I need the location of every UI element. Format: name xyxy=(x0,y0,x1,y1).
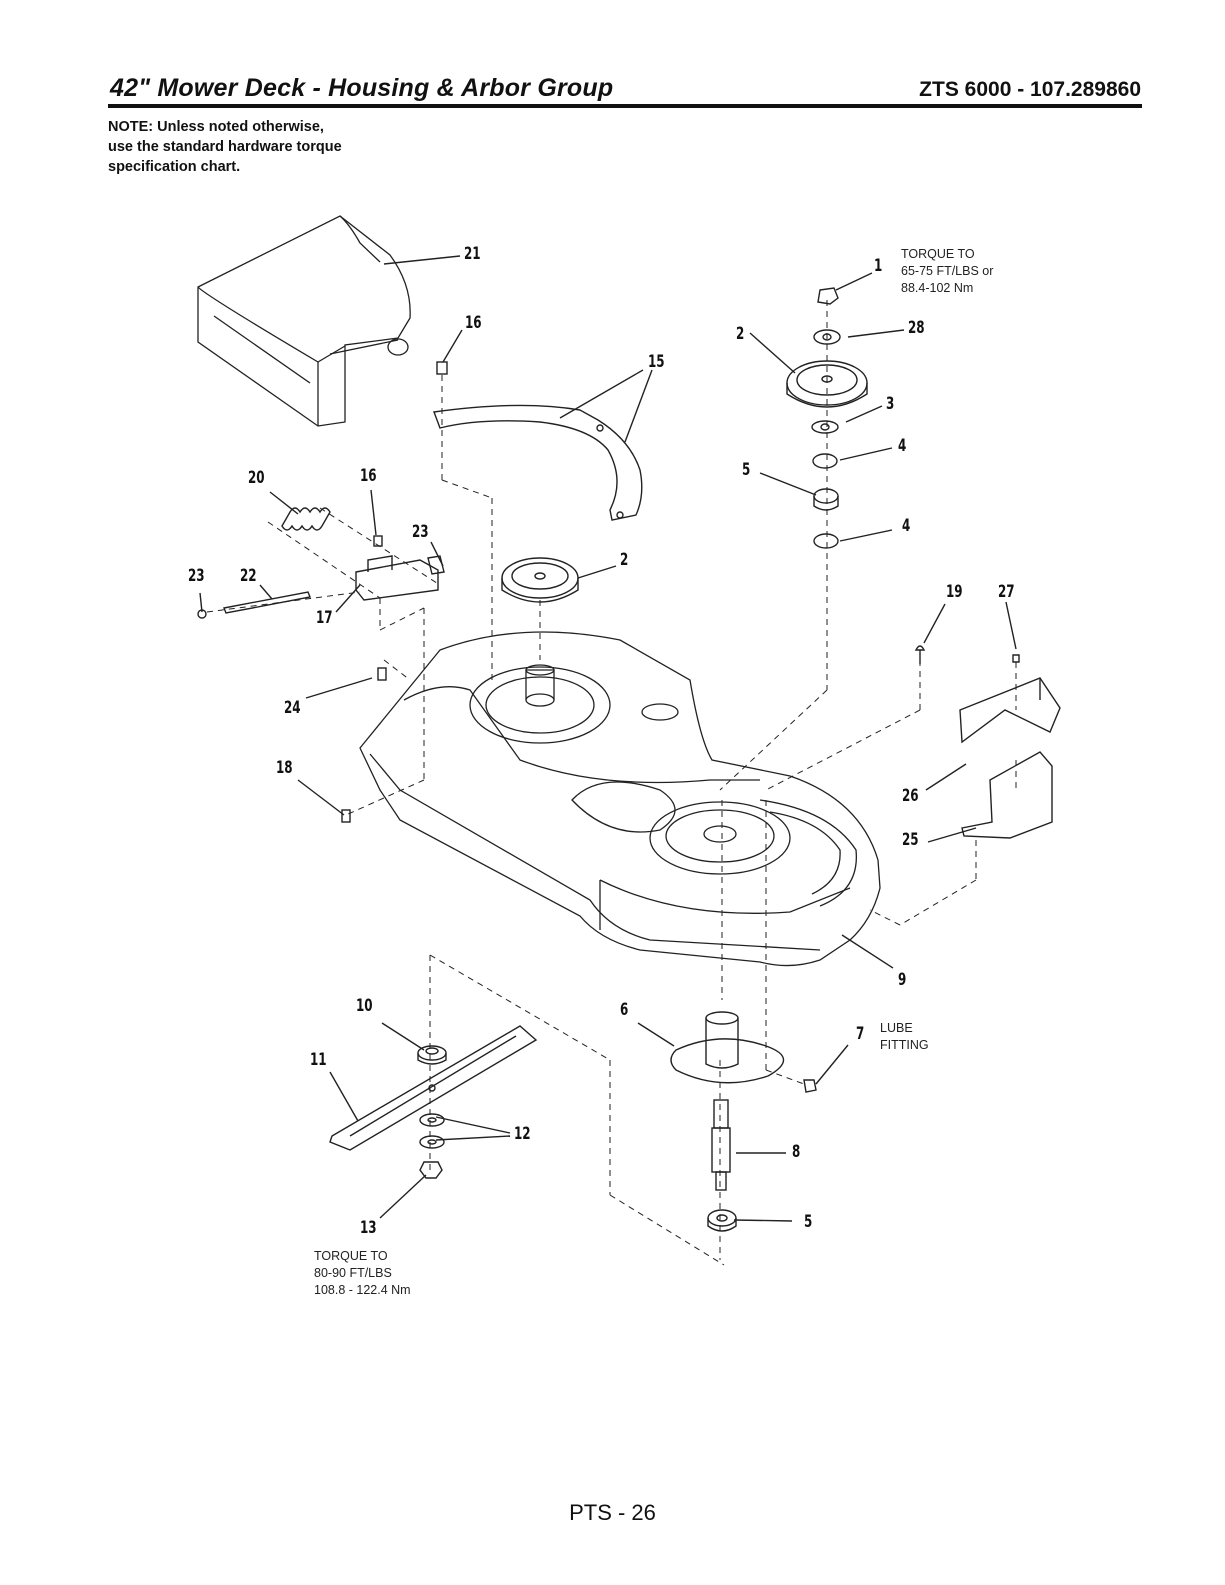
bolt-part-19 xyxy=(914,645,926,664)
spindle-shaft-part-8 xyxy=(711,1099,731,1191)
torque-spec-top: TORQUE TO 65-75 FT/LBS or 88.4-102 Nm xyxy=(901,247,994,295)
model-number: ZTS 6000 - 107.289860 xyxy=(919,78,1141,101)
hub-part-10 xyxy=(417,1045,447,1065)
callout-15: 15 xyxy=(648,352,665,372)
callout-23-right: 23 xyxy=(412,522,429,542)
callout-8: 8 xyxy=(792,1142,801,1162)
page-title: 42" Mower Deck - Housing & Arbor Group xyxy=(110,74,614,102)
callout-27: 27 xyxy=(998,582,1015,602)
callout-23-left: 23 xyxy=(188,566,205,586)
callout-3: 3 xyxy=(886,394,895,414)
callout-11: 11 xyxy=(310,1050,327,1070)
callout-20: 20 xyxy=(248,468,265,488)
callout-26: 26 xyxy=(902,786,919,806)
callout-10: 10 xyxy=(356,996,373,1016)
callout-9: 9 xyxy=(898,970,907,990)
belt-guide-part-15 xyxy=(433,404,643,521)
discharge-chute-part-21 xyxy=(197,215,411,427)
shield-part-26 xyxy=(959,677,1061,744)
bearing-part-5-bottom xyxy=(707,1209,737,1232)
callout-4-upper: 4 xyxy=(898,436,907,456)
torque-note: NOTE: Unless noted otherwise, use the st… xyxy=(108,119,342,175)
washers-part-12 xyxy=(419,1113,445,1149)
idler-bracket-part-17 xyxy=(355,535,445,601)
callout-4-lower: 4 xyxy=(902,516,911,536)
lube-fitting-label: LUBE FITTING xyxy=(880,1021,929,1052)
callout-19: 19 xyxy=(946,582,963,602)
callout-5-top: 5 xyxy=(742,460,751,480)
callout-28: 28 xyxy=(908,318,925,338)
pivot-rod-part-22 xyxy=(197,591,311,619)
shield-part-25 xyxy=(961,751,1053,839)
bolt-part-24 xyxy=(377,667,387,681)
leader-lines xyxy=(199,255,1017,1222)
callout-17: 17 xyxy=(316,608,333,628)
screw-part-27 xyxy=(1012,654,1020,663)
callout-2-mid: 2 xyxy=(620,550,629,570)
spindle-stack-right xyxy=(786,287,868,549)
callout-12: 12 xyxy=(514,1124,531,1144)
callout-25: 25 xyxy=(902,830,919,850)
lube-fitting-part-7 xyxy=(803,1079,817,1093)
page-number: PTS - 26 xyxy=(569,1500,656,1525)
callout-16-mid: 16 xyxy=(360,466,377,486)
callout-1: 1 xyxy=(874,256,883,276)
spring-part-20 xyxy=(281,507,331,531)
callout-13: 13 xyxy=(360,1218,377,1238)
bolt-part-16 xyxy=(436,361,448,375)
callout-24: 24 xyxy=(284,698,301,718)
spindle-housing-part-6 xyxy=(670,1011,785,1084)
callout-2-top: 2 xyxy=(736,324,745,344)
title-rule xyxy=(108,104,1142,108)
blade-part-11 xyxy=(329,1025,538,1151)
callout-21: 21 xyxy=(464,244,481,264)
callout-16-top: 16 xyxy=(465,313,482,333)
callout-22: 22 xyxy=(240,566,257,586)
callout-5-bottom: 5 xyxy=(804,1212,813,1232)
callout-7: 7 xyxy=(856,1024,865,1044)
torque-spec-bottom: TORQUE TO 80-90 FT/LBS 108.8 - 122.4 Nm xyxy=(314,1249,411,1297)
bolt-part-18 xyxy=(341,809,351,823)
pulley-part-2 xyxy=(501,557,579,603)
deck-housing-part-9 xyxy=(359,631,881,967)
nut-part-13 xyxy=(419,1161,443,1179)
callout-18: 18 xyxy=(276,758,293,778)
callout-6: 6 xyxy=(620,1000,629,1020)
